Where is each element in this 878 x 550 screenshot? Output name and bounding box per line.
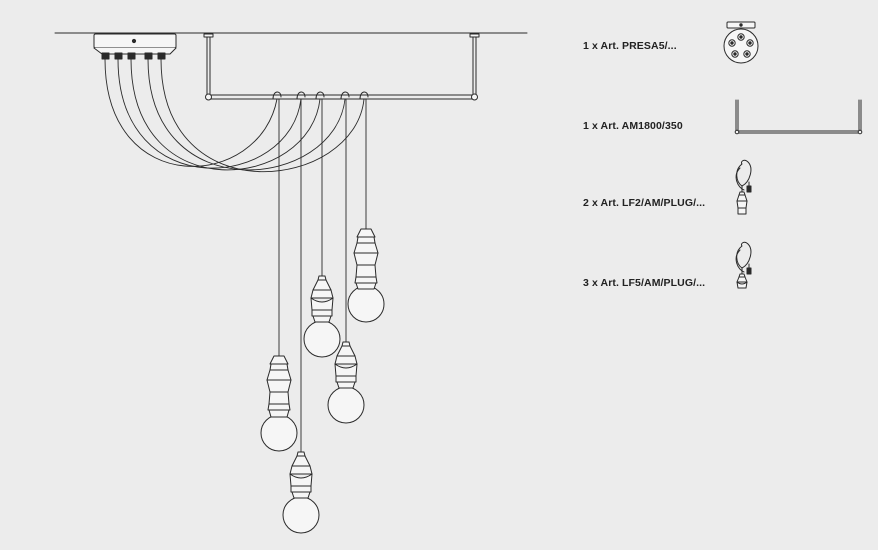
pendant-lamp <box>327 341 365 424</box>
pendant-lamp <box>303 275 341 358</box>
part-label-presa5: 1 x Art. PRESA5/... <box>583 40 677 52</box>
ceiling-rose <box>93 33 177 60</box>
part-label-lf2: 2 x Art. LF2/AM/PLUG/... <box>583 197 706 209</box>
pendant-lamp <box>260 355 298 452</box>
draped-cables <box>104 58 365 173</box>
pendant-lamp <box>282 451 320 534</box>
pendant-lamp <box>347 228 385 323</box>
drop-cables <box>278 98 367 453</box>
suspension-rail-icon <box>734 99 863 135</box>
part-label-am1800: 1 x Art. AM1800/350 <box>583 120 683 132</box>
part-label-lf5: 3 x Art. LF5/AM/PLUG/... <box>583 277 706 289</box>
ceiling-rose-5-outlets-icon <box>723 21 759 64</box>
rose-outlets <box>101 52 166 60</box>
suspension-rail <box>203 33 480 101</box>
pendant-cable-plug-icon <box>735 159 752 215</box>
rail-hooks <box>272 91 369 100</box>
pendant-cable-plug-icon <box>735 241 752 289</box>
